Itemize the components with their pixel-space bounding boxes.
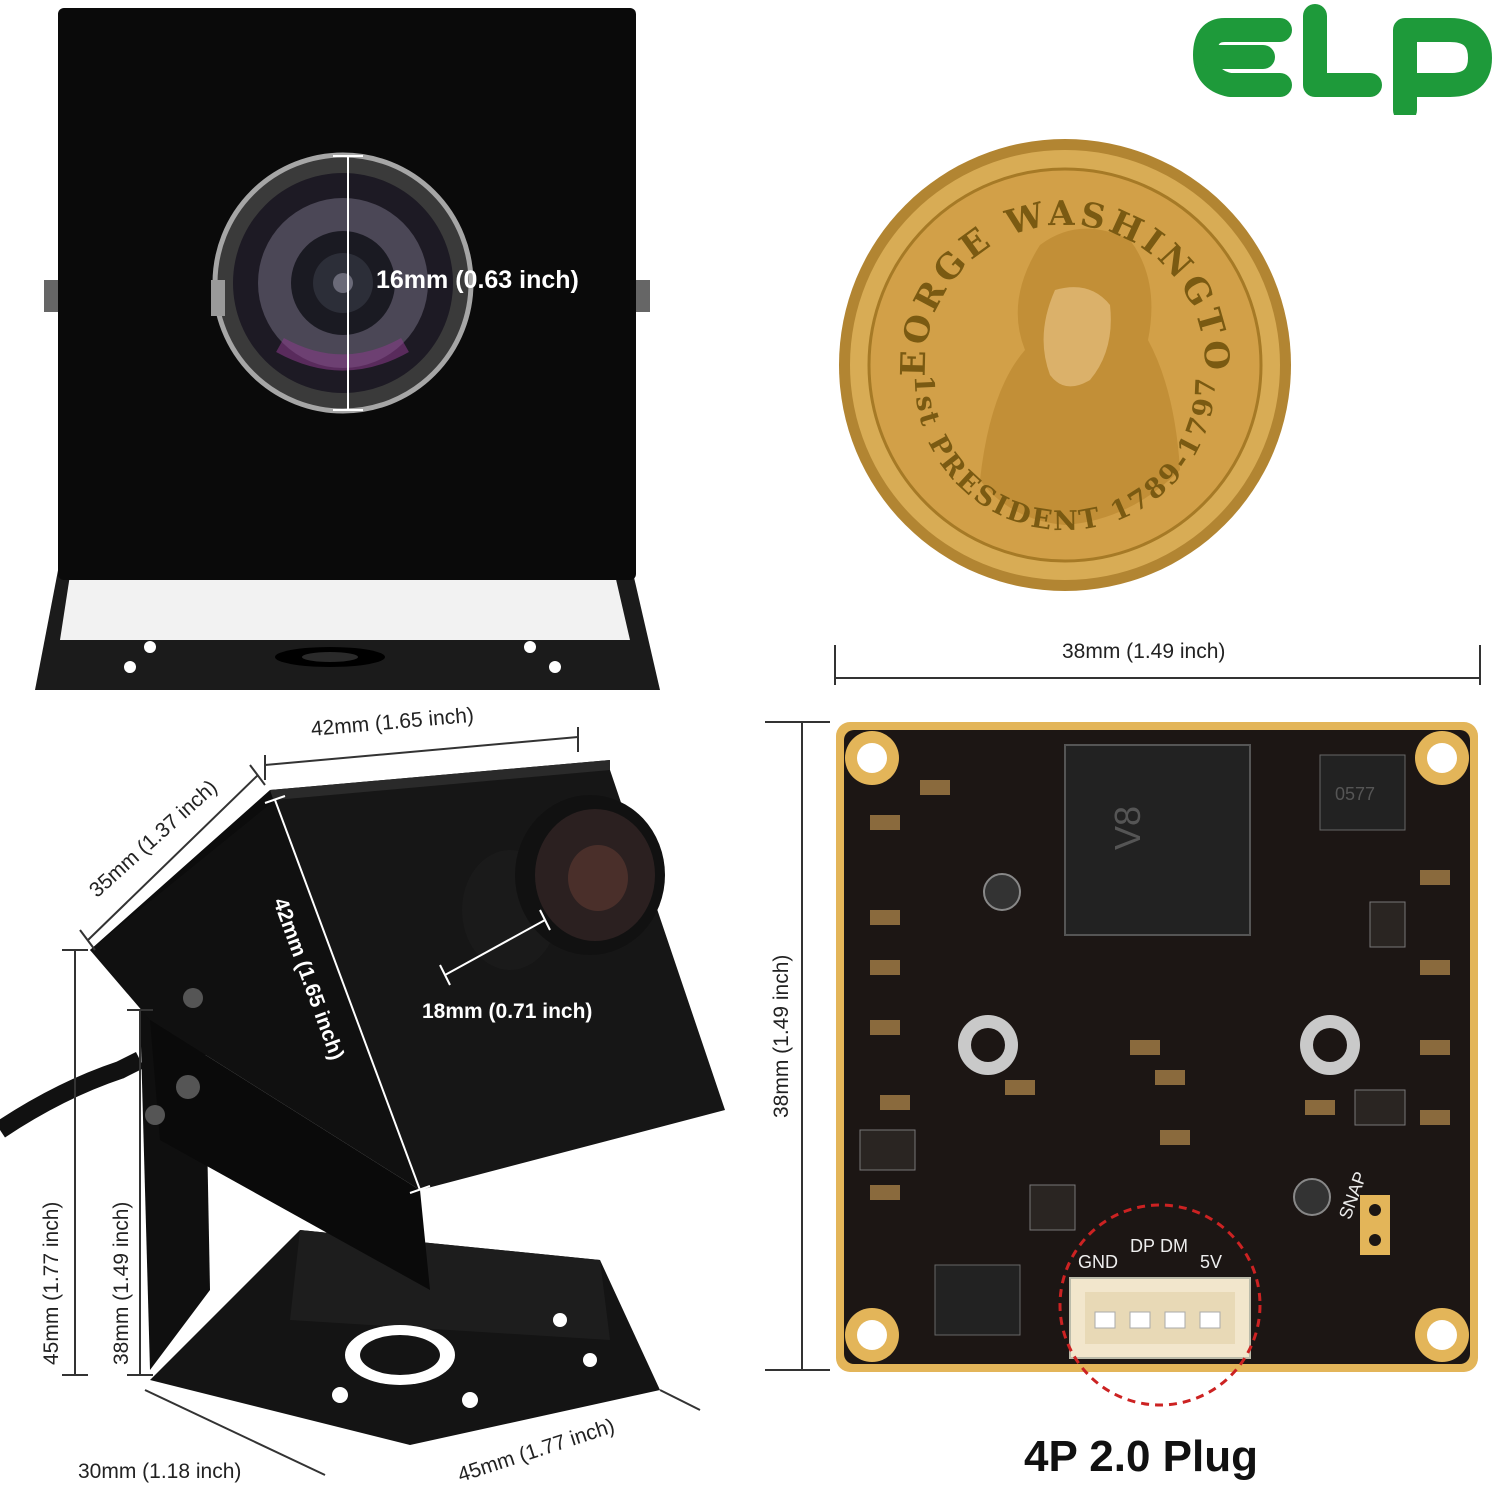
lens-length-dimension: 18mm (0.71 inch) [422,1000,593,1023]
total-height-dimension: 45mm (1.77 inch) [40,1201,63,1365]
pin-5v: 5V [1200,1252,1223,1272]
elp-logo [1193,4,1492,115]
main-chip [1064,744,1251,936]
pin-dp: DP [1130,1236,1156,1256]
ic-label: 0577 [1335,784,1375,804]
angled-camera-illustration [0,727,725,1476]
front-lens-dimension: 16mm (0.63 inch) [376,266,579,294]
usb-cable [0,1051,145,1138]
base-depth-dimension: 30mm (1.18 inch) [78,1460,242,1483]
chip-label: V8 [1107,806,1148,850]
connector-highlight [1058,1203,1262,1407]
bracket-height-dimension: 38mm (1.49 inch) [110,1201,133,1365]
mounting-holes [845,731,1469,1362]
board-height-dimension: 38mm (1.49 inch) [770,954,793,1118]
pcb-board-illustration: V8 0577 [765,645,1481,1407]
front-camera-illustration [35,8,660,690]
coin-illustration: GEORGE WASHINGTON 1st PRESIDENT 1789-179… [830,130,1291,591]
pin-gnd: GND [1078,1252,1118,1272]
pin-dm: DM [1160,1236,1188,1256]
plug-label: 4P 2.0 Plug [1024,1432,1258,1481]
board-width-dimension: 38mm (1.49 inch) [1062,640,1226,663]
